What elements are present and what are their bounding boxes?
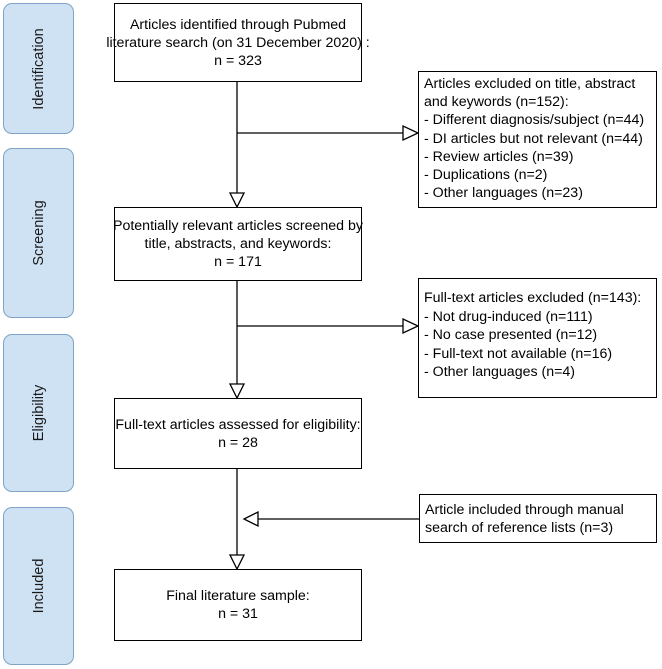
box-identified-line: Articles identified through Pubmed xyxy=(129,16,347,33)
phase-identification: Identification xyxy=(3,3,74,134)
box-assessed-line: Full-text articles assessed for eligibil… xyxy=(115,416,361,433)
box-final-line: Final literature sample: xyxy=(166,588,310,604)
excluded-title-item: - Review articles (n=39) xyxy=(424,148,574,165)
excluded-title-item: - Different diagnosis/subject (n=44) xyxy=(424,112,645,129)
excluded-title-heading: Articles excluded on title, abstract xyxy=(424,76,636,92)
box-screened-line: Potentially relevant articles screened b… xyxy=(113,218,363,234)
box-excluded-fulltext: Full-text articles excluded (n=143): - N… xyxy=(418,278,657,398)
phase-eligibility: Eligibility xyxy=(3,334,74,492)
box-identified-count: n = 323 xyxy=(214,52,262,69)
excluded-fulltext-item: - Full-text not available (n=16) xyxy=(424,345,613,362)
box-manual-search: Article included through manual search o… xyxy=(419,494,657,543)
manual-search-line: search of reference lists (n=3) xyxy=(425,520,614,536)
manual-search-line: Article included through manual xyxy=(425,502,624,518)
box-final-count: n = 31 xyxy=(218,606,258,622)
arrowhead-to-assessed xyxy=(228,383,246,400)
box-assessed: Full-text articles assessed for eligibil… xyxy=(114,398,362,469)
phase-included: Included xyxy=(3,507,74,665)
arrowhead-to-excluded-title xyxy=(402,124,420,142)
excluded-fulltext-item: - Not drug-induced (n=111) xyxy=(424,308,593,325)
excluded-title-item: - Other languages (n=23) xyxy=(424,185,583,202)
box-assessed-count: n = 28 xyxy=(218,434,258,451)
box-final: Final literature sample: n = 31 xyxy=(114,569,362,641)
excluded-fulltext-heading: Full-text articles excluded (n=143): xyxy=(424,290,642,306)
arrowhead-from-manual-search xyxy=(242,510,259,528)
excluded-title-item: - DI articles but not relevant (n=44) xyxy=(424,130,643,147)
excluded-title-item: - Duplications (n=2) xyxy=(424,167,548,184)
arrowhead-to-screened xyxy=(228,192,246,209)
excluded-fulltext-item: - Other languages (n=4) xyxy=(424,364,576,381)
arrowhead-to-final xyxy=(228,554,246,571)
excluded-fulltext-item: - No case presented (n=12) xyxy=(424,327,598,344)
phase-screening: Screening xyxy=(3,148,74,318)
box-screened-count: n = 171 xyxy=(214,254,262,270)
excluded-title-heading: and keywords (n=152): xyxy=(424,94,569,111)
box-identified-line: literature search (on 31 December 2020) … xyxy=(106,34,370,51)
arrowhead-to-excluded-fulltext xyxy=(402,317,420,335)
box-excluded-title: Articles excluded on title, abstract and… xyxy=(418,71,657,208)
box-identified: Articles identified through Pubmed liter… xyxy=(106,3,370,82)
box-screened-line: title, abstracts, and keywords: xyxy=(144,236,332,252)
box-screened: Potentially relevant articles screened b… xyxy=(113,207,363,281)
